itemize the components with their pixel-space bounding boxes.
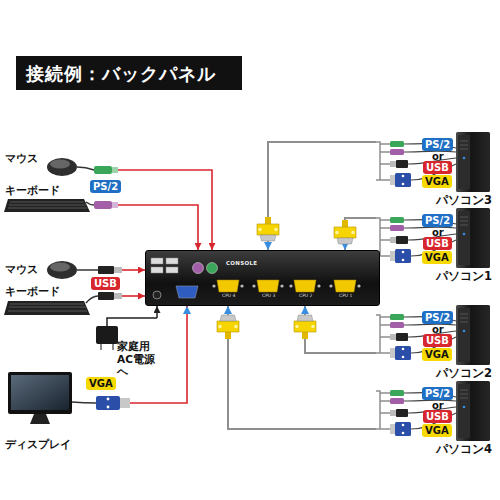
- node-label: キーボード: [5, 285, 60, 298]
- port-label: CPU 1: [339, 294, 352, 299]
- display-illustration: [107, 398, 110, 401]
- display-illustration: [11, 375, 69, 410]
- mouse-illustration: [77, 167, 94, 170]
- pc-illustration: [376, 132, 490, 192]
- ac-adapter-illustration: [96, 326, 118, 344]
- node-label: パソコン4: [436, 443, 492, 457]
- connector-badge: USB: [91, 277, 120, 290]
- port-label: CPU 3: [262, 294, 275, 299]
- cable-connector: [268, 142, 376, 250]
- connector-badge: VGA: [422, 348, 452, 361]
- connector-badge: VGA: [422, 175, 452, 188]
- display-illustration: [30, 414, 50, 424]
- cable-connector: [118, 205, 198, 250]
- ac-adapter-illustration: [101, 344, 113, 350]
- display-illustration: [120, 398, 130, 408]
- display-illustration: [8, 372, 130, 424]
- keyboard-illustration: [94, 201, 112, 209]
- mouse-illustration: [98, 266, 114, 274]
- connector-badge: USB: [423, 410, 452, 423]
- connector-badge: PS/2: [422, 311, 453, 324]
- node-label: パソコン3: [436, 194, 492, 208]
- keyboard-illustration: [8, 304, 87, 311]
- cable-connector: [228, 306, 376, 429]
- vga-plug: [257, 217, 279, 241]
- keyboard-illustration: [4, 199, 118, 212]
- port-label: CPU 2: [299, 294, 312, 299]
- node-label: マウス: [5, 263, 38, 276]
- keyboard-illustration: [112, 202, 118, 208]
- node-label: 家庭用 AC電源へ: [117, 340, 165, 378]
- title-band: [16, 56, 242, 90]
- keyboard-illustration: [4, 301, 90, 315]
- mouse-illustration: [50, 263, 70, 272]
- cable-connector: [118, 170, 212, 250]
- connector-badge: USB: [423, 237, 452, 250]
- keyboard-illustration: [4, 199, 90, 212]
- connector-badge: PS/2: [90, 180, 121, 193]
- mouse-illustration: [112, 167, 118, 173]
- node-label: パソコン2: [436, 367, 492, 381]
- cable-connector: [122, 269, 145, 271]
- connector-badge: PS/2: [422, 387, 453, 400]
- display-illustration: [96, 396, 120, 410]
- cable-connector: [345, 218, 376, 250]
- keyboard-illustration: [8, 202, 87, 208]
- pc-illustration: [376, 305, 490, 365]
- connector-badge: VGA: [86, 377, 116, 390]
- cable-connector: [122, 295, 145, 297]
- display-illustration: [72, 402, 96, 403]
- connector-badge: USB: [423, 161, 452, 174]
- pc-illustration: [376, 381, 490, 441]
- display-illustration: [8, 372, 72, 414]
- mouse-illustration: [47, 158, 77, 176]
- node-label: ディスプレイ: [5, 438, 71, 451]
- keyboard-illustration: [86, 296, 98, 303]
- display-illustration: [107, 406, 110, 409]
- ac-adapter-node: 家庭用 AC電源へ: [95, 318, 165, 370]
- keyboard-illustration: [86, 202, 94, 205]
- mouse-illustration: [47, 261, 77, 279]
- node-label: パソコン1: [436, 270, 492, 284]
- node-label: マウス: [5, 152, 38, 165]
- mouse-illustration: [114, 267, 122, 273]
- node-label: キーボード: [5, 184, 60, 197]
- cable-connector: [305, 306, 376, 353]
- keyboard-illustration: [98, 292, 114, 300]
- connector-badge: USB: [423, 334, 452, 347]
- cable-connector: [156, 306, 158, 318]
- vga-plug: [217, 315, 239, 339]
- connector-badge: PS/2: [422, 214, 453, 227]
- vga-plug: [334, 220, 356, 244]
- pc-illustration: [376, 208, 490, 268]
- connector-badge: PS/2: [422, 138, 453, 151]
- mouse-illustration: [50, 160, 70, 169]
- node-label: CONSOLE: [226, 261, 257, 267]
- mouse-illustration: [47, 158, 118, 176]
- ac-adapter-illustration: [107, 318, 157, 326]
- diagram-title: 接続例：バックパネル: [26, 62, 216, 85]
- mouse-illustration: [94, 166, 112, 174]
- port-label: CPU 4: [222, 294, 235, 299]
- keyboard-illustration: [114, 293, 122, 299]
- mouse-illustration: [77, 269, 98, 271]
- connector-badge: VGA: [422, 424, 452, 437]
- mouse-node: マウス: [3, 150, 118, 180]
- connector-badge: VGA: [422, 251, 452, 264]
- vga-plug: [294, 315, 316, 339]
